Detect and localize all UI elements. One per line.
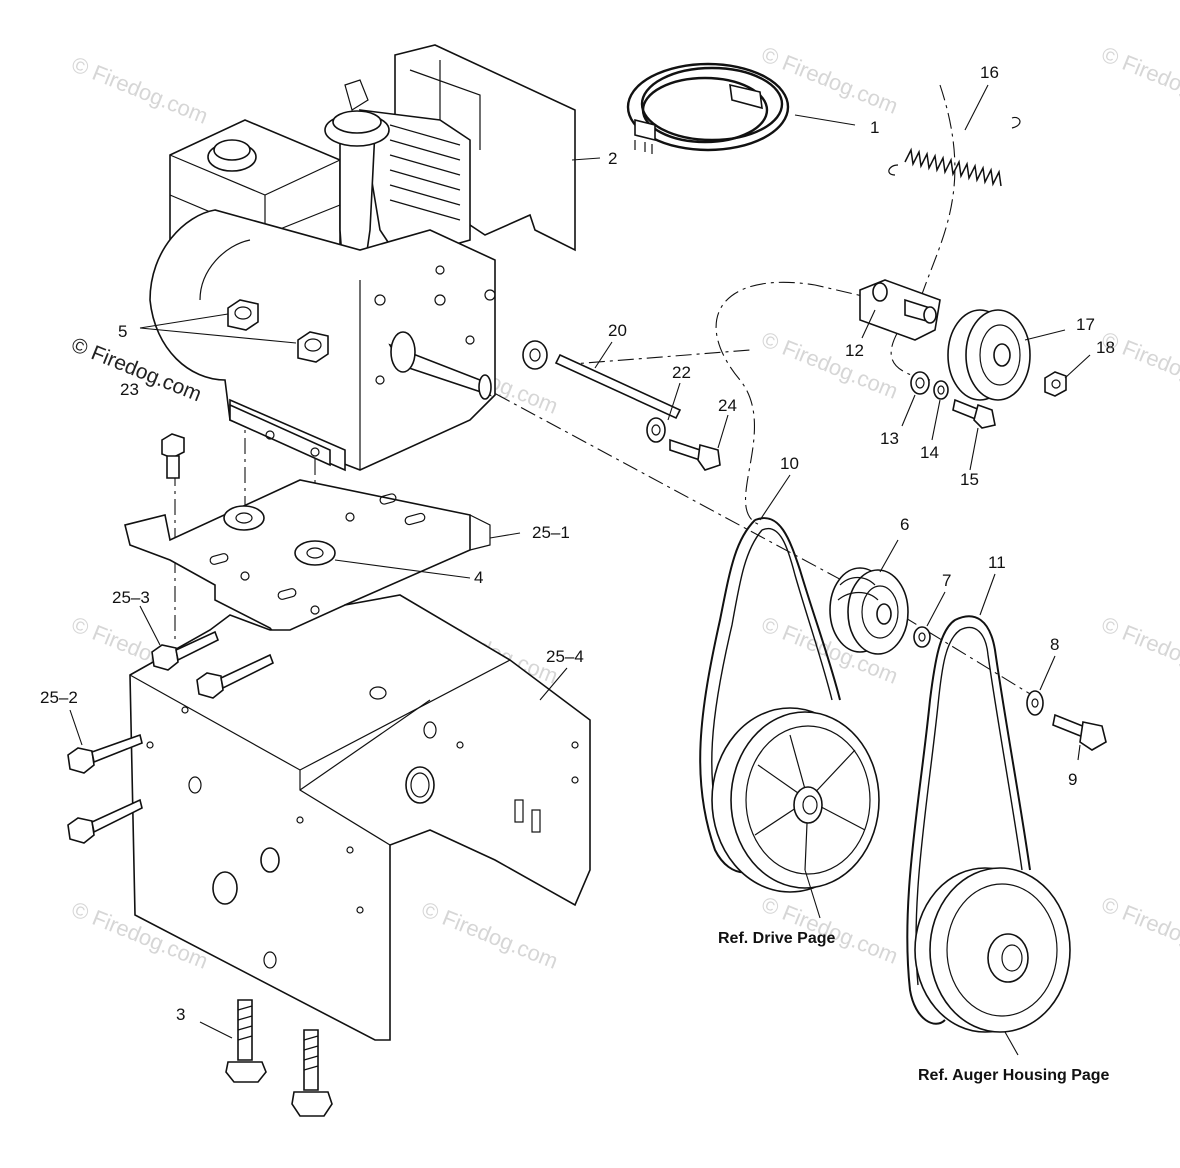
ref-drive-page: Ref. Drive Page [718, 930, 835, 947]
frame-side-bolts[interactable] [67, 733, 143, 844]
engine-pulley[interactable] [829, 567, 909, 655]
callout-8: 8 [1050, 635, 1059, 654]
idler-pulley[interactable] [947, 309, 1031, 401]
engine-mount-nuts[interactable] [227, 299, 329, 363]
callout-14: 14 [920, 443, 939, 462]
engine-assembly[interactable] [149, 44, 576, 472]
callout-25-2: 25–2 [40, 688, 78, 707]
callout-9: 9 [1068, 770, 1077, 789]
callout-15: 15 [960, 470, 979, 489]
callout-10: 10 [780, 454, 799, 473]
watermark-text: © Firedog.com [1098, 891, 1180, 968]
pulley-washers-bolt[interactable] [913, 626, 1107, 751]
callout-25-4: 25–4 [546, 647, 584, 666]
frame-chassis[interactable] [129, 594, 591, 1041]
callout-4: 4 [474, 568, 483, 587]
auger-pulley[interactable] [914, 867, 1071, 1033]
watermark-text: © Firedog.com [1098, 41, 1180, 118]
extension-spring[interactable] [888, 116, 1021, 187]
callout-25-1: 25–1 [532, 523, 570, 542]
callout-24: 24 [718, 396, 737, 415]
starter-cord[interactable] [626, 62, 790, 154]
callout-13: 13 [880, 429, 899, 448]
reference-labels: Ref. Drive Page Ref. Auger Housing Page [718, 930, 1110, 1084]
crankshaft-washer-bolt[interactable] [646, 417, 721, 471]
callout-17: 17 [1076, 315, 1095, 334]
callout-23: 23 [120, 380, 139, 399]
callout-7: 7 [942, 571, 951, 590]
callout-6: 6 [900, 515, 909, 534]
hex-nut[interactable] [1044, 371, 1067, 397]
shoulder-bolt[interactable] [952, 398, 996, 429]
watermark-text: © Firedog.com [758, 326, 901, 403]
drive-pulley[interactable] [711, 707, 880, 893]
lock-washers[interactable] [223, 505, 336, 566]
ref-auger-housing-page: Ref. Auger Housing Page [918, 1067, 1110, 1084]
callout-5: 5 [118, 322, 127, 341]
leader-lines [69, 84, 1091, 1056]
callout-3: 3 [176, 1005, 185, 1024]
plate-bolts[interactable] [151, 630, 275, 699]
callout-25-3: 25–3 [112, 588, 150, 607]
callout-2: 2 [608, 149, 617, 168]
callout-labels: 1 2 3 4 5 6 7 8 9 10 11 12 13 14 15 16 1… [40, 63, 1115, 1024]
callout-16: 16 [980, 63, 999, 82]
idler-bracket[interactable] [859, 279, 941, 341]
watermark-text: © Firedog.com [1098, 611, 1180, 688]
watermark-text: © Firedog.com [418, 896, 561, 973]
idler-washers[interactable] [910, 371, 949, 400]
watermark-text: © Firedog.com [758, 41, 901, 118]
callout-20: 20 [608, 321, 627, 340]
watermark-text: © Firedog.com [68, 51, 211, 128]
callout-11: 11 [988, 553, 1006, 572]
callout-18: 18 [1096, 338, 1115, 357]
frame-bottom-bolts[interactable] [225, 999, 333, 1117]
callout-22: 22 [672, 363, 691, 382]
callout-1: 1 [870, 118, 879, 137]
auger-belt[interactable] [906, 615, 1031, 1025]
callout-12: 12 [845, 341, 864, 360]
engine-bolt[interactable] [161, 433, 185, 479]
shaft-key-rod[interactable] [522, 340, 682, 420]
